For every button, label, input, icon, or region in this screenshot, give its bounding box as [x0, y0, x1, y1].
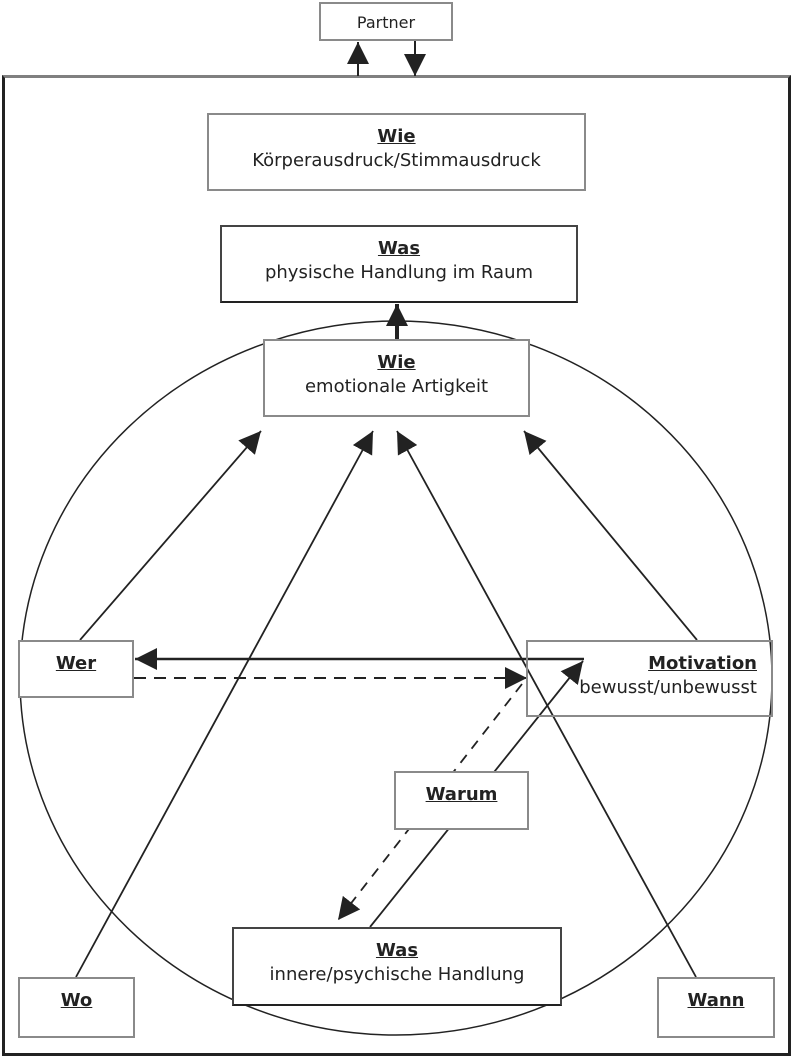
partner-label: Partner [356, 13, 416, 32]
arrow-wo-to-emotion [75, 430, 374, 978]
node-title: Wie [377, 352, 416, 373]
node-warum: Warum [394, 771, 529, 830]
node-was-physische-handlung: Was physische Handlung im Raum [220, 225, 578, 303]
node-wie-emotionale-artigkeit: Wie emotionale Artigkeit [263, 339, 530, 417]
node-wie-koerperausdruck: Wie Körperausdruck/Stimmausdruck [207, 113, 586, 191]
node-title: Motivation [648, 653, 757, 674]
arrow-wer-to-emotion [79, 430, 262, 641]
node-title: Was [375, 940, 419, 961]
node-wo: Wo [18, 977, 135, 1038]
node-wann: Wann [657, 977, 775, 1038]
node-subtitle: innere/psychische Handlung [269, 964, 525, 985]
node-title: Warum [425, 784, 498, 805]
node-wer: Wer [18, 640, 134, 698]
node-was-innere-handlung: Was innere/psychische Handlung [232, 927, 562, 1006]
node-motivation: Motivation bewusst/unbewusst [526, 640, 773, 717]
node-title: Wann [687, 990, 745, 1011]
node-subtitle: Körperausdruck/Stimmausdruck [252, 150, 541, 171]
arrow-wann-to-emotion [396, 430, 697, 978]
node-title: Wer [55, 653, 97, 674]
arrow-motivation-to-emotion [523, 430, 698, 641]
node-subtitle: physische Handlung im Raum [264, 262, 534, 283]
node-subtitle: emotionale Artigkeit [304, 376, 489, 397]
node-title: Wie [377, 126, 416, 147]
node-subtitle: bewusst/unbewusst [579, 677, 757, 698]
partner-box: Partner [319, 2, 453, 41]
node-title: Wo [60, 990, 93, 1011]
node-title: Was [377, 238, 421, 259]
